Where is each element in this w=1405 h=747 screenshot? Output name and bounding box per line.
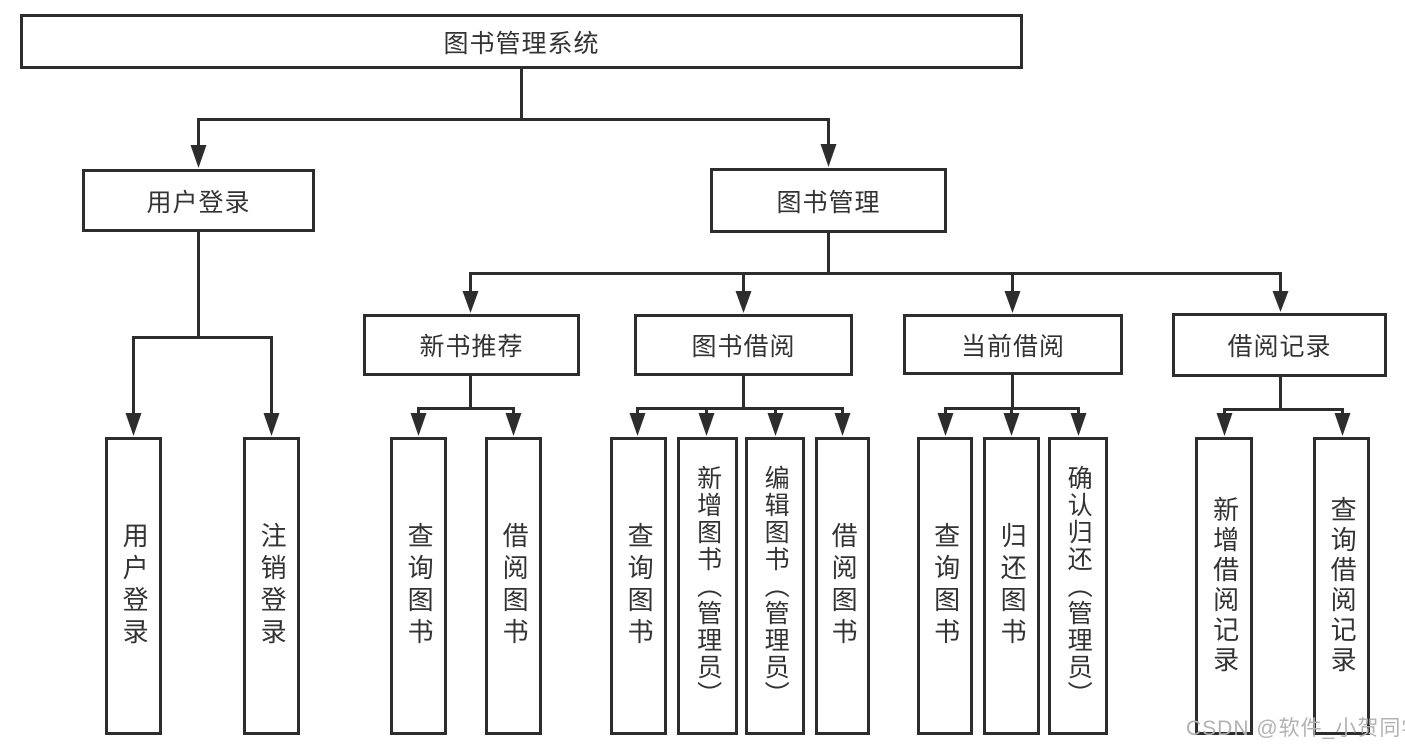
node-label: 新书推荐 [419,333,524,361]
leaf-current-return-books: 归还图书 [983,437,1040,735]
node-current-borrowing: 当前借阅 [903,314,1123,375]
watermark-csdn: CSDN @软件_小贺同学 [1186,717,1405,740]
node-new-book-recommendation: 新书推荐 [363,314,580,376]
node-label: 图书管理系统 [443,29,600,58]
node-label: 查询图书 [404,522,435,650]
node-label: 注销登录 [257,522,288,650]
node-label: 编辑图书（管理员） [761,464,790,708]
node-label: 查询图书 [624,522,655,650]
node-label: 借阅图书 [828,522,859,650]
node-label: 归还图书 [997,522,1028,650]
leaf-recommend-query-books: 查询图书 [390,437,447,735]
leaf-current-confirm-return-admin: 确认归还（管理员） [1048,437,1108,735]
node-label: 新增图书（管理员） [693,464,722,708]
node-label: 确认归还（管理员） [1064,464,1093,708]
leaf-user-login: 用户登录 [105,437,162,735]
leaf-logout: 注销登录 [243,437,300,735]
node-label: 查询图书 [930,522,961,650]
node-label: 借阅图书 [499,522,530,650]
node-label: 用户登录 [119,522,150,650]
node-label: 用户登录 [146,188,251,217]
leaf-recommend-borrow-books: 借阅图书 [485,437,542,735]
leaf-borrowing-query-books: 查询图书 [610,437,667,735]
leaf-records-query-borrow-record: 查询借阅记录 [1313,437,1370,735]
leaf-borrowing-edit-books-admin: 编辑图书（管理员） [745,437,805,735]
node-user-login: 用户登录 [82,169,315,232]
leaf-borrowing-borrow-books: 借阅图书 [815,437,870,735]
node-label: 图书借阅 [691,333,796,361]
node-borrowing-records: 借阅记录 [1172,313,1387,377]
node-label: 当前借阅 [960,332,1065,361]
node-book-management: 图书管理 [710,168,947,233]
node-label: 查询借阅记录 [1327,496,1358,676]
node-label: 图书管理 [776,188,881,217]
leaf-current-query-books: 查询图书 [917,437,973,735]
node-label: 借阅记录 [1227,333,1332,361]
node-book-borrowing: 图书借阅 [634,314,853,376]
leaf-records-add-borrow-record: 新增借阅记录 [1195,437,1253,735]
node-library-management-system: 图书管理系统 [20,14,1023,69]
leaf-borrowing-add-books-admin: 新增图书（管理员） [677,437,738,735]
node-label: 新增借阅记录 [1209,496,1240,676]
